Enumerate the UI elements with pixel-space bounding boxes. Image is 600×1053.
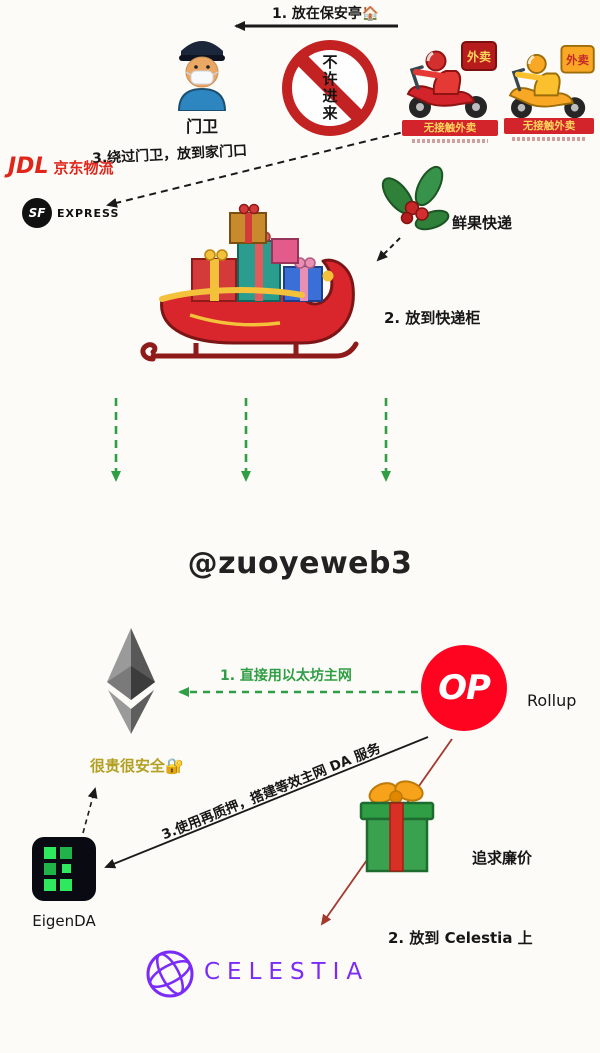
step1-top-label: 1. 放在保安亭🏠	[272, 6, 380, 22]
sf-express-text: EXPRESS	[57, 206, 120, 220]
gift-box-red	[191, 249, 237, 302]
holly-berries-icon	[381, 165, 450, 231]
jdl-abbr: JDL	[8, 154, 49, 179]
op-text: OP	[438, 668, 491, 708]
gift-box-icon	[359, 780, 435, 873]
fine-print-line	[412, 139, 488, 143]
eigenda-label: EigenDA	[32, 912, 96, 930]
secure-expensive-label: 很贵很安全🔐	[90, 757, 184, 775]
delivery-box-label: 外卖	[467, 49, 491, 64]
no-entry-text: 不许进来	[320, 54, 339, 122]
face-mask	[190, 70, 214, 85]
celestia-logo-icon	[146, 950, 194, 998]
sleigh-runner	[140, 341, 359, 362]
ethereum-logo	[107, 628, 155, 734]
gift-box-pink	[271, 238, 299, 264]
step3-top-label: 3.绕过门卫，放到家门口	[91, 142, 248, 168]
jdl-name: 京东物流	[53, 159, 114, 177]
cheap-label: 追求廉价	[472, 849, 533, 867]
eigenda-mark	[44, 847, 72, 891]
sleigh-with-gifts-icon	[140, 203, 359, 362]
jd-logistics-logo: JDL 京东物流	[8, 154, 113, 179]
delivery-rider-yellow-icon: 外卖	[508, 44, 595, 119]
step2-bottom-label: 2. 放到 Celestia 上	[388, 929, 533, 947]
optimism-logo: OP	[421, 645, 507, 731]
gift-box-gold	[229, 203, 267, 244]
contactless-banner-yellow: 无接触外卖	[504, 118, 594, 134]
contactless-banner-red: 无接触外卖	[402, 120, 498, 136]
fine-print-line	[512, 137, 586, 141]
delivery-box-label: 外卖	[565, 53, 589, 67]
celestia-wordmark: CELESTIA	[204, 959, 370, 985]
eigenda-logo	[32, 837, 96, 901]
sf-express-logo: SF EXPRESS	[22, 198, 119, 228]
step1-bottom-label: 1. 直接用以太坊主网	[220, 668, 352, 684]
guard-label: 门卫	[185, 117, 218, 136]
arrow-secure	[82, 787, 98, 834]
rollup-label: Rollup	[527, 691, 577, 710]
delivery-rider-red-icon: 外卖	[406, 41, 497, 118]
fruit-delivery-label: 鲜果快递	[452, 214, 513, 232]
watermark-handle: @zuoyeweb3	[187, 546, 413, 581]
sf-disc-icon: SF	[22, 198, 52, 228]
step2-top-label: 2. 放到快递柜	[384, 309, 481, 327]
no-entry-sign: 不许进来	[282, 40, 378, 136]
security-guard-icon	[177, 41, 227, 111]
